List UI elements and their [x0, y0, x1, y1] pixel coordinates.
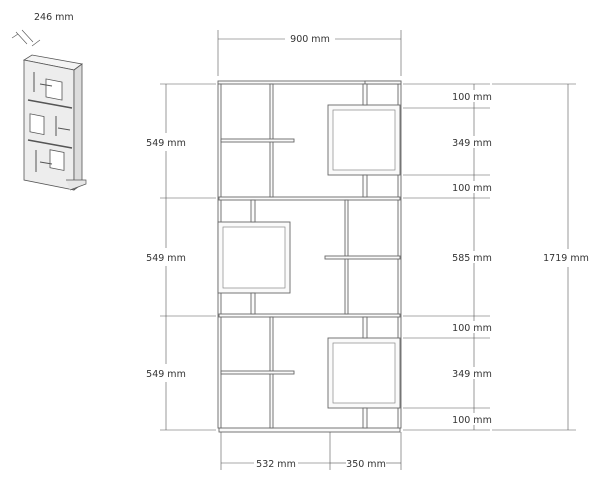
segment-label-4: 585 mm — [452, 253, 492, 264]
depth-dimension-label: 246 mm — [34, 12, 74, 23]
bottom-width-dimensions: 532 mm 350 mm — [220, 432, 402, 470]
perspective-thumbnail: 246 mm — [11, 12, 87, 191]
height-label-3: 549 mm — [146, 369, 186, 380]
shelf-divider-2 — [218, 313, 401, 318]
height-label-2: 549 mm — [146, 253, 186, 264]
bottom-left-label: 532 mm — [256, 459, 296, 470]
bottom-panel — [218, 427, 401, 433]
bookcase-front-view — [217, 80, 402, 433]
segment-label-2: 349 mm — [452, 138, 492, 149]
width-dimension: 900 mm — [217, 30, 402, 76]
total-height-dimension: 1719 mm — [492, 83, 589, 431]
shelf-divider-1 — [218, 196, 401, 201]
segment-label-3: 100 mm — [452, 183, 492, 194]
width-label: 900 mm — [290, 34, 330, 45]
bottom-right-label: 350 mm — [346, 459, 386, 470]
segment-label-1: 100 mm — [452, 92, 492, 103]
segment-label-7: 100 mm — [452, 415, 492, 426]
segment-label-6: 349 mm — [452, 369, 492, 380]
segment-label-5: 100 mm — [452, 323, 492, 334]
left-height-dimensions: 549 mm 549 mm 549 mm — [146, 83, 216, 431]
depth-dimension-arrow — [11, 29, 41, 47]
right-segment-dimensions: 100 mm 349 mm 100 mm 585 mm 100 mm 349 m… — [403, 83, 492, 431]
height-label-1: 549 mm — [146, 138, 186, 149]
total-height-label: 1719 mm — [543, 253, 589, 264]
